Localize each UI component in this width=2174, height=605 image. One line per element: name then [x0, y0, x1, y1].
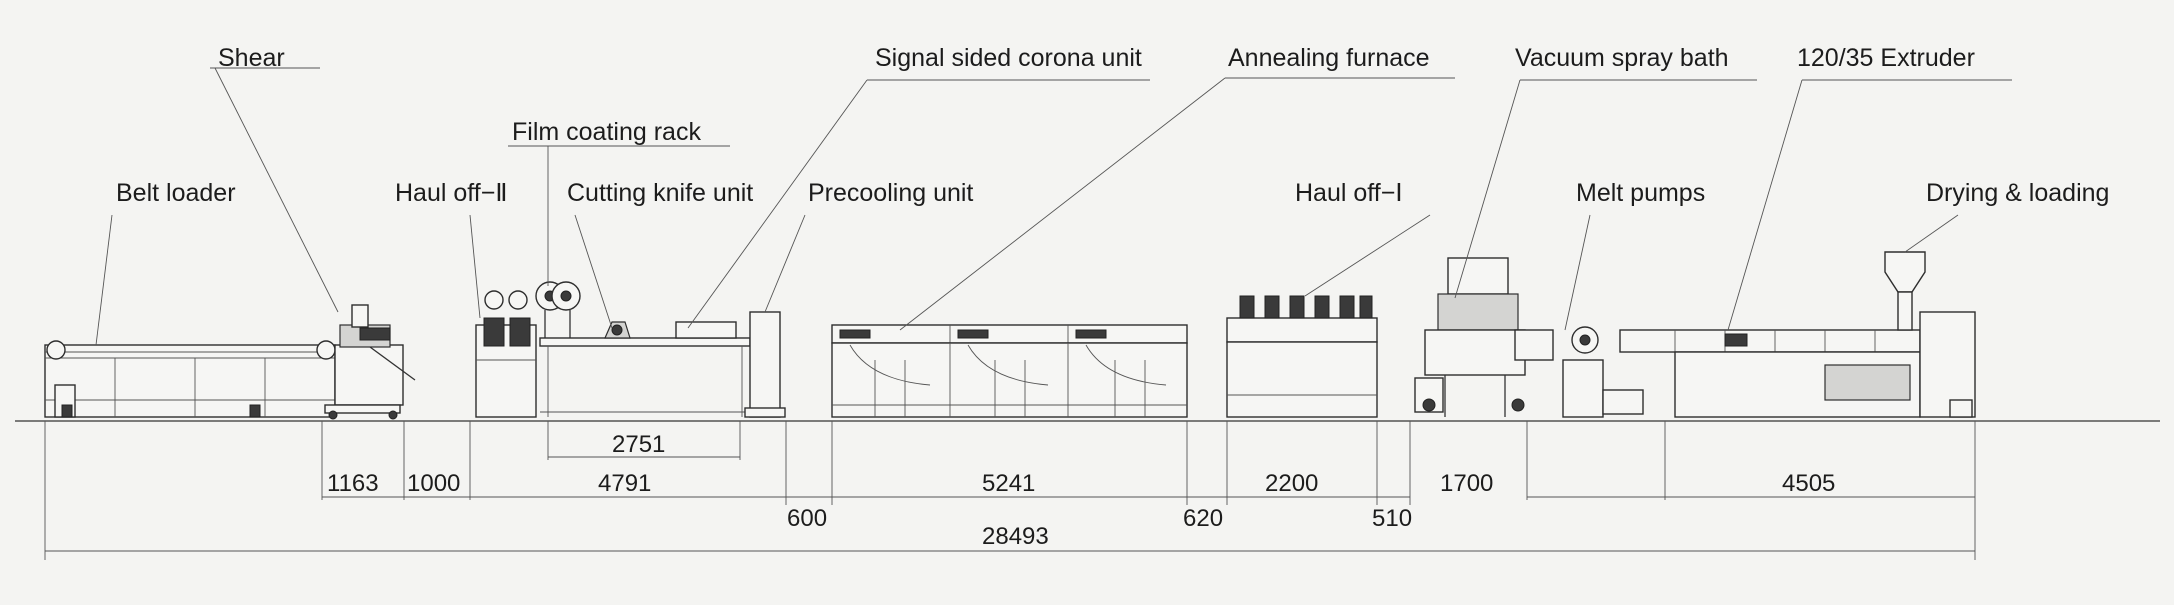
dim-620: 620 [1183, 505, 1223, 532]
cutting-knife-unit-machine [539, 321, 751, 417]
film-coating-rack-machine [535, 281, 581, 345]
leader-lines [95, 67, 2012, 346]
dim-600: 600 [787, 505, 827, 532]
dim-2200: 2200 [1265, 470, 1318, 497]
dim-2751: 2751 [612, 431, 665, 458]
dim-4505: 4505 [1782, 470, 1835, 497]
shear-machine [324, 304, 416, 420]
label-film-coating-rack: Film coating rack [512, 118, 701, 146]
haul-off-1-machine [1226, 295, 1378, 418]
precooling-unit-machine [744, 311, 786, 418]
label-drying-loading: Drying & loading [1926, 179, 2109, 207]
annealing-furnace-machine [831, 324, 1188, 418]
haul-off-2-machine [475, 290, 537, 418]
label-signal-sided-corona-unit: Signal sided corona unit [875, 44, 1142, 72]
extruder-machine [1619, 329, 1921, 418]
dim-1000: 1000 [407, 470, 460, 497]
dim-5241: 5241 [982, 470, 1035, 497]
vacuum-spray-bath-machine [1414, 257, 1526, 417]
dimension-lines [45, 456, 1975, 552]
dim-1163: 1163 [327, 470, 379, 497]
label-extruder: 120/35 Extruder [1797, 44, 1975, 72]
label-melt-pumps: Melt pumps [1576, 179, 1705, 207]
dim-total-28493: 28493 [982, 523, 1049, 550]
label-haul-off-2: Haul off−Ⅱ [395, 179, 508, 207]
label-haul-off-1: Haul off−Ⅰ [1295, 179, 1403, 207]
belt-loader-machine [44, 340, 336, 418]
label-vacuum-spray-bath: Vacuum spray bath [1515, 44, 1729, 72]
dim-510: 510 [1372, 505, 1412, 532]
dim-4791: 4791 [598, 470, 651, 497]
drying-loading-machine [1884, 251, 1976, 418]
label-shear: Shear [218, 44, 285, 72]
label-cutting-knife-unit: Cutting knife unit [567, 179, 753, 207]
label-annealing-furnace: Annealing furnace [1228, 44, 1430, 72]
label-precooling-unit: Precooling unit [808, 179, 973, 207]
dim-1700: 1700 [1440, 470, 1493, 497]
melt-pumps-machine [1514, 326, 1644, 418]
dimension-extension-lines [44, 421, 1976, 560]
label-belt-loader: Belt loader [116, 179, 236, 207]
